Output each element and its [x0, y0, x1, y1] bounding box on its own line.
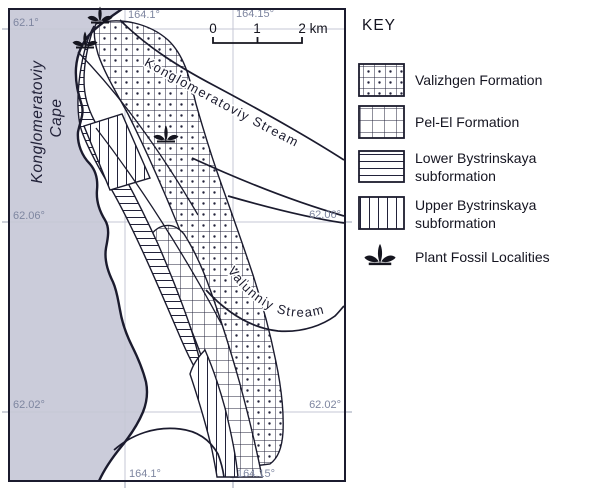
stream-lines [113, 19, 345, 478]
lat-62-02-right-label: 62.02° [309, 399, 341, 411]
lat-62-06-left-label: 62.06° [13, 210, 45, 222]
scale-2km-label: 2 km [298, 21, 327, 36]
coastline [74, 8, 149, 482]
key-swatch-upper-bystrinskaya [358, 196, 405, 230]
key-plant-fossil-icon [363, 242, 397, 266]
key-label-lower-bystrinskaya-2: subformation [415, 168, 496, 184]
map-key: KEY Valizhgen Formation Pel-El Formation… [358, 17, 550, 266]
key-label-plant-fossils: Plant Fossil Localities [415, 249, 550, 265]
key-label-upper-bystrinskaya-1: Upper Bystrinskaya [415, 197, 537, 213]
stream-tributary-2 [227, 195, 345, 224]
scale-bar: 0 1 2 km [209, 21, 328, 44]
key-swatch-lower-bystrinskaya [358, 150, 405, 183]
key-swatch-pel-el [358, 105, 405, 139]
lat-62-1-label: 62.1° [13, 17, 39, 29]
map-frame [8, 8, 346, 482]
key-label-lower-bystrinskaya-1: Lower Bystrinskaya [415, 150, 537, 166]
lat-62-06-right-label: 62.06° [309, 209, 341, 221]
key-label-valizhgen: Valizhgen Formation [415, 72, 542, 88]
geologic-contact-lines [77, 51, 223, 326]
upper-bystrinskaya-area-bottom [189, 348, 239, 478]
lon-164-15-bottom-label: 164.15° [237, 468, 275, 480]
key-title: KEY [362, 17, 396, 34]
bottom-stream-line [113, 427, 225, 478]
scale-0-label: 0 [209, 21, 217, 36]
scale-1-label: 1 [253, 21, 261, 36]
lon-164-1-bottom-label: 164.1° [129, 468, 161, 480]
key-swatch-valizhgen [358, 63, 405, 97]
key-label-upper-bystrinskaya-2: subformation [415, 215, 496, 231]
stream-tributary-1 [191, 157, 345, 217]
cape-label-line1: Konglomeratoviy [29, 60, 46, 184]
lon-164-1-top-label: 164.1° [128, 9, 160, 21]
konglomeratoviy-cape-area [9, 9, 147, 481]
valunniy-stream-line [205, 289, 345, 333]
konglomeratoviy-stream-line [119, 19, 345, 161]
cape-label-line2: Cape [48, 98, 65, 137]
key-label-pel-el: Pel-El Formation [415, 114, 519, 130]
frame-ticks [2, 28, 352, 488]
lat-62-02-left-label: 62.02° [13, 399, 45, 411]
lon-164-15-top-label: 164.15° [236, 8, 274, 20]
